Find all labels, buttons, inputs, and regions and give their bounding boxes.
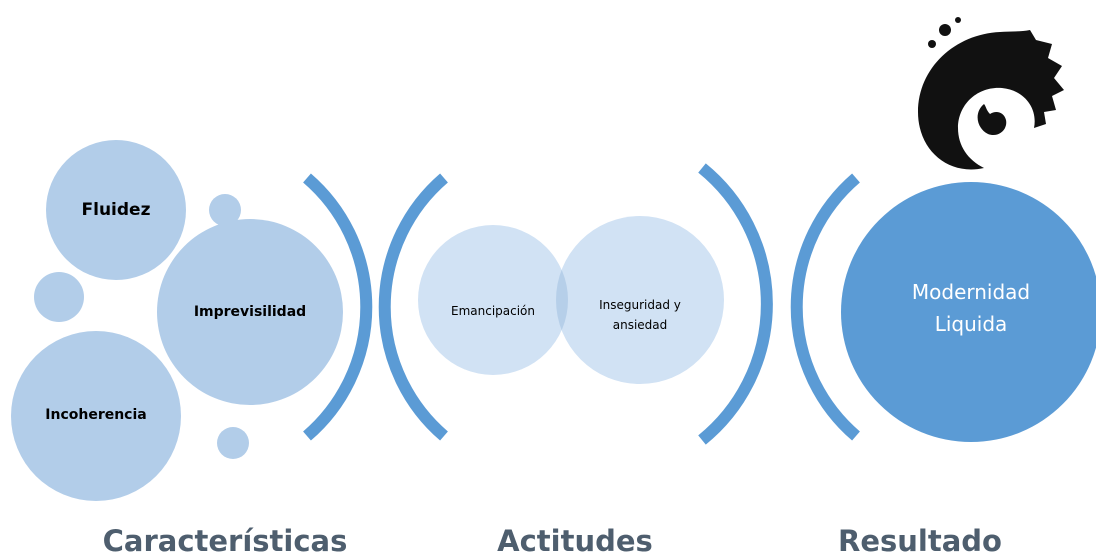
section-result: Resultado: [838, 524, 1002, 558]
section-characteristics: Características: [102, 524, 348, 558]
imprevisilidad-circle: [157, 219, 343, 405]
result-circle: [841, 182, 1096, 442]
inseguridad-circle: [556, 216, 724, 384]
imprevisilidad-label: Imprevisilidad: [193, 304, 307, 320]
emancipacion-circle: [418, 225, 568, 375]
left-bracket: [378, 173, 448, 441]
fluidez-label: Fluidez: [81, 200, 151, 220]
small-dot-circle: [209, 194, 241, 226]
section-attitudes: Actitudes: [497, 524, 653, 558]
emancipacion-label: Emancipación: [450, 304, 535, 318]
left-bracket: [790, 173, 860, 441]
incoherencia-label: Incoherencia: [45, 407, 147, 423]
right-bracket: [303, 173, 373, 441]
right-bracket: [698, 163, 773, 445]
result-label: Modernidad Liquida: [911, 280, 1031, 336]
incoherencia-circle: [11, 331, 181, 501]
small-dot-circle: [34, 272, 84, 322]
inseguridad-label: Inseguridad y ansiedad: [599, 298, 681, 332]
wave-logo-icon: [918, 17, 1064, 170]
small-dot-circle: [217, 427, 249, 459]
fluidez-circle: [46, 140, 186, 280]
